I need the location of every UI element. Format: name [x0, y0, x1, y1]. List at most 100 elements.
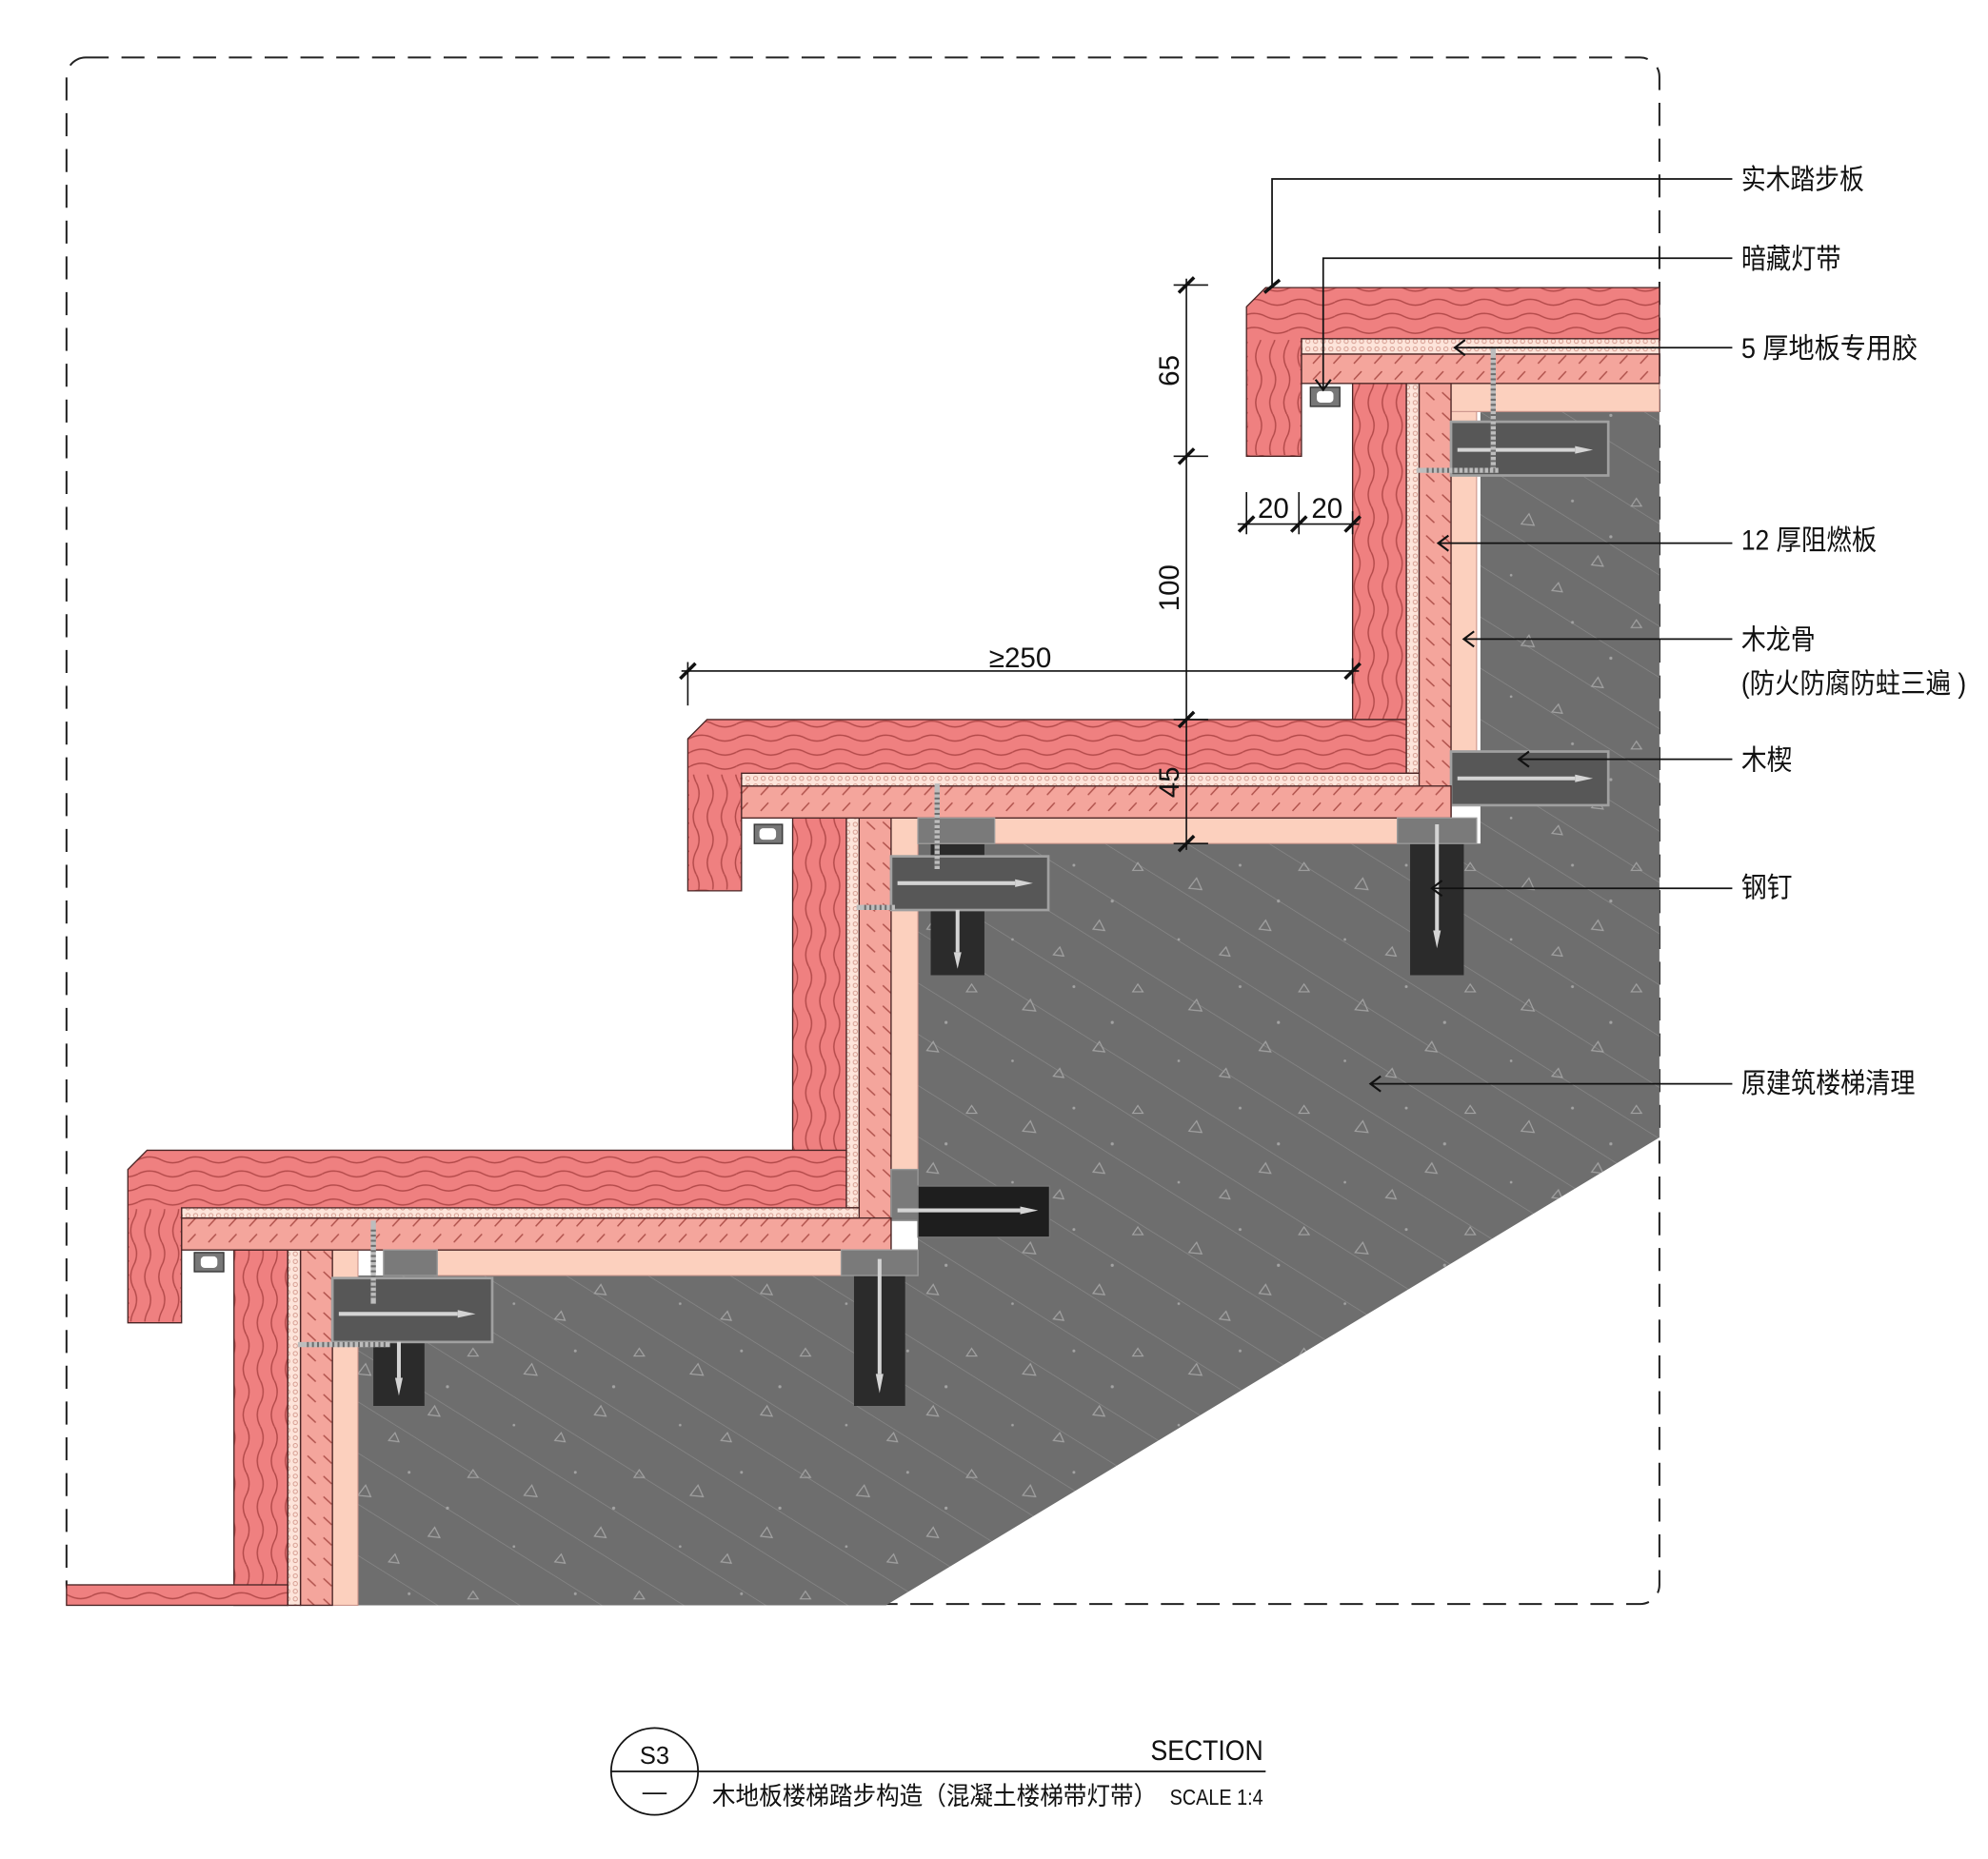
label-wood-keel-note: (防火防腐防蛀三遍 ) [1741, 668, 1966, 700]
dimension-tick [1177, 447, 1196, 465]
lower-wedge [330, 1276, 494, 1344]
middle-nosing-grain [688, 774, 741, 890]
view-type: SECTION [1150, 1735, 1262, 1767]
dimension-nosing-gap: 20 20 [1237, 491, 1362, 535]
led-lamp [1317, 390, 1334, 403]
label-floor-glue: 5 厚地板专用胶 [1741, 333, 1918, 365]
lower-tread-keel [434, 1249, 843, 1276]
dim-tread-depth: ≥250 [989, 643, 1051, 674]
top-tread-glue [1301, 338, 1660, 355]
leader-line [1271, 178, 1733, 287]
dim-gap-2: 20 [1311, 493, 1342, 524]
leader-arrow [1453, 339, 1466, 357]
lower-riser-glue [287, 1249, 302, 1607]
lower-riser-board [233, 1249, 288, 1607]
nail-point [1575, 445, 1594, 454]
drawing-title: 木地板楼梯踏步构造（混凝土楼梯带灯带） [712, 1782, 1157, 1810]
lower-solid-wood-tread [127, 1149, 847, 1324]
nail-point [1433, 930, 1441, 949]
leader-arrow [1368, 1075, 1382, 1093]
top-wedge-upper [1449, 420, 1610, 477]
nail-point [1020, 1206, 1039, 1215]
top-step [1245, 287, 1660, 820]
dimension-tick [1289, 515, 1308, 533]
riser-joint-block [890, 1168, 919, 1221]
leader-arrow [1314, 379, 1332, 392]
dimension-tick [679, 662, 697, 681]
led-lamp [759, 828, 777, 841]
label-wood-keel: 木龙骨 [1741, 624, 1816, 656]
nail-point [875, 1374, 884, 1394]
sheet-number: — [643, 1779, 667, 1806]
leader-arrow [1436, 534, 1449, 552]
callout-solid-wood-tread: 实木踏步板 [1262, 165, 1864, 294]
middle-tread-glue [741, 772, 1421, 787]
drawing-scale: SCALE 1:4 [1170, 1785, 1263, 1810]
top-tread-keel [1450, 383, 1660, 412]
label-solid-wood-tread: 实木踏步板 [1741, 165, 1864, 196]
middle-step [686, 719, 1478, 1251]
dimension-tick [1177, 834, 1196, 853]
callout-existing-stair: 原建筑楼梯清理 [1368, 1068, 1916, 1099]
nail-point [457, 1310, 476, 1318]
dim-gap-1: 20 [1258, 493, 1289, 524]
middle-riser-plywood [858, 817, 892, 1251]
dimension-tick [1237, 515, 1256, 533]
lower-tread-plywood [181, 1216, 892, 1251]
middle-riser-glue [845, 817, 861, 1209]
nail-point [1575, 774, 1594, 782]
dimension-vertical: 65 100 45 [1154, 276, 1208, 853]
lower-step [66, 1149, 919, 1607]
middle-wedge-upper [889, 855, 1050, 912]
leader-arrow [1517, 750, 1530, 768]
top-wedge-lower [1449, 750, 1610, 807]
top-solid-wood-tread [1245, 287, 1660, 458]
leader-arrow [1430, 880, 1443, 898]
dimension-tick [1177, 276, 1196, 294]
label-fire-retardant-board: 12 厚阻燃板 [1741, 524, 1877, 556]
middle-tread-plywood [741, 785, 1452, 820]
callout-floor-glue: 5 厚地板专用胶 [1453, 333, 1918, 365]
dim-riser-height: 100 [1154, 564, 1185, 611]
dimension-tick [1177, 710, 1196, 729]
drawing-number: S3 [640, 1743, 669, 1770]
leader-tick [1262, 278, 1282, 294]
lower-tread-glue [181, 1207, 861, 1219]
callout-hidden-light-strip: 暗藏灯带 [1314, 244, 1841, 392]
top-nail-vertical [1433, 824, 1441, 949]
floor-board [66, 1584, 288, 1607]
title-block: S3 — SECTION 木地板楼梯踏步构造（混凝土楼梯带灯带） SCALE 1… [609, 1727, 1266, 1816]
nail-point [394, 1377, 403, 1396]
top-nosing-grain [1247, 340, 1301, 456]
leader-arrow [1461, 630, 1475, 648]
nail-point [953, 952, 962, 969]
wood-wedge [330, 1276, 494, 1344]
existing-concrete-stair [357, 411, 1660, 1606]
label-existing-stair: 原建筑楼梯清理 [1741, 1068, 1916, 1099]
middle-solid-wood-tread [686, 719, 1407, 892]
lower-nail-vertical-left [394, 1341, 403, 1396]
top-riser-board [1351, 383, 1407, 721]
middle-keel-block [917, 817, 996, 844]
dimension-tread-depth: ≥250 [679, 643, 1362, 706]
lower-nail-vertical-right [875, 1258, 884, 1394]
dimension-tick [1343, 515, 1362, 533]
dim-tread-thickness: 45 [1154, 766, 1185, 798]
lower-keel-block [383, 1249, 438, 1276]
middle-wedge-lower [890, 1168, 1051, 1238]
callout-fire-retardant-board: 12 厚阻燃板 [1436, 524, 1877, 556]
middle-nail-vertical [953, 910, 962, 969]
concrete-aggregate [357, 411, 1660, 1606]
nail-point [1015, 879, 1033, 887]
label-hidden-light-strip: 暗藏灯带 [1741, 244, 1841, 275]
led-lamp [200, 1256, 218, 1268]
label-steel-nail: 钢钉 [1741, 873, 1793, 904]
callout-wood-wedge: 木楔 [1517, 744, 1793, 776]
middle-led-strip [753, 823, 784, 844]
dimension-tick [1343, 662, 1362, 681]
top-led-strip [1309, 386, 1341, 407]
callout-steel-nail: 钢钉 [1430, 873, 1793, 904]
callout-wood-keel: 木龙骨 (防火防腐防蛀三遍 ) [1461, 624, 1966, 700]
top-tread-plywood [1301, 353, 1660, 385]
